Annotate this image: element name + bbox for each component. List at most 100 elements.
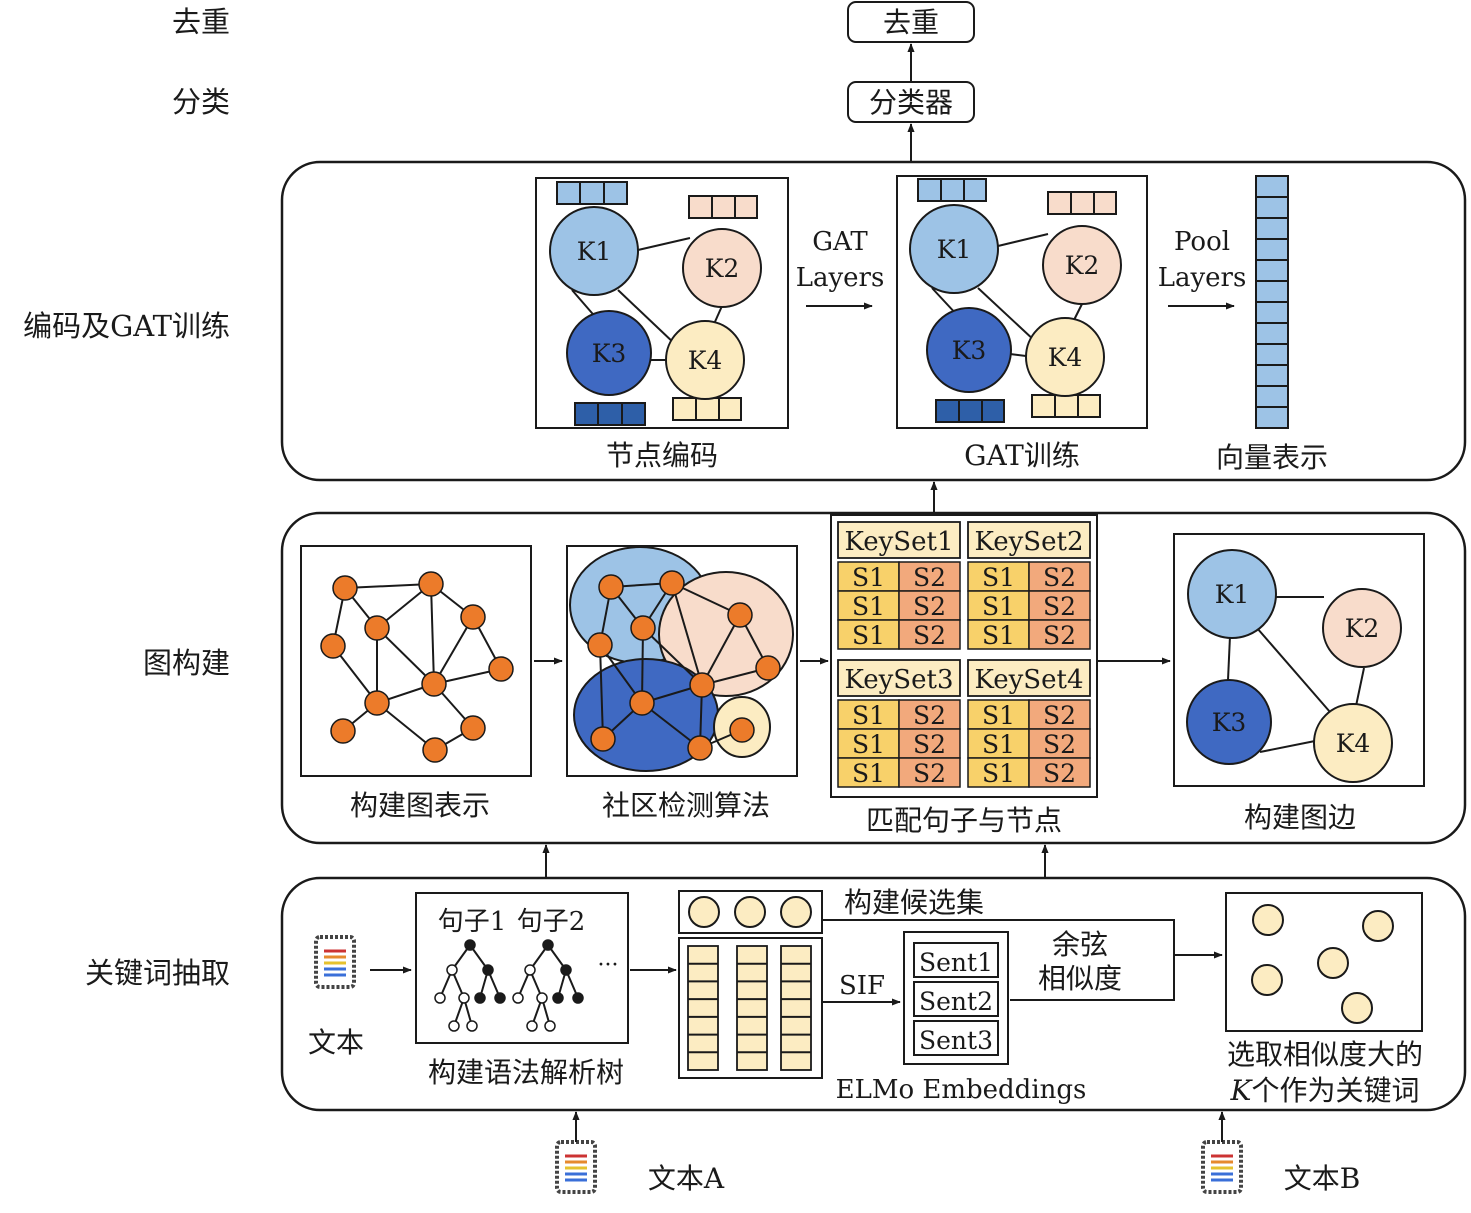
community-node: [689, 672, 715, 698]
parse-node: [572, 992, 584, 1004]
s1-label: S1: [852, 592, 885, 621]
s2-label: S2: [1043, 621, 1076, 650]
s2-label: S2: [1043, 563, 1076, 592]
select-label-2: K个作为关键词: [1230, 1074, 1420, 1107]
sent1-box: [913, 942, 999, 978]
community-detection-label: 社区检测算法: [602, 789, 770, 822]
edge-node-k3: [1186, 679, 1272, 765]
s1-label: S1: [982, 621, 1015, 650]
stage-label-encode: 编码及GAT训练: [23, 309, 230, 343]
s2-cell: [1028, 757, 1091, 788]
edge-node-k2: [1322, 588, 1402, 668]
vector-k1: [556, 181, 628, 205]
dedup-box: [847, 1, 975, 43]
s1-label: S1: [852, 759, 885, 788]
s2-label: S2: [913, 701, 946, 730]
vector-representation: [1255, 175, 1289, 429]
s2-cell: [898, 561, 961, 592]
edge-node-k4: [1313, 703, 1393, 783]
s2-cell: [898, 619, 961, 650]
s1-cell: [837, 728, 900, 759]
s2-cell: [898, 757, 961, 788]
keyset-label: KeySet3: [845, 665, 954, 695]
s2-label: S2: [1043, 759, 1076, 788]
document-icon: [314, 935, 356, 989]
s1-cell: [967, 590, 1030, 621]
parse-node: [434, 992, 446, 1004]
node-k3-label: K3: [592, 339, 627, 368]
gat-node-k2: [1042, 225, 1122, 305]
s2-cell: [898, 728, 961, 759]
classifier-box-label: 分类器: [869, 86, 953, 119]
s2-label: S2: [1043, 701, 1076, 730]
gat-training-label: GAT训练: [964, 439, 1080, 472]
parse-node: [512, 992, 524, 1004]
s2-cell: [1028, 561, 1091, 592]
cosine-label-2: 相似度: [1038, 962, 1122, 995]
parse-node: [464, 939, 476, 951]
parse-node: [552, 992, 564, 1004]
edge-graph: K1 K2 K3 K4: [1186, 549, 1402, 783]
elmo-columns: [687, 945, 812, 1071]
node-k1-label: K1: [577, 237, 612, 266]
s2-cell: [1028, 699, 1091, 730]
stage-label-classify: 分类: [172, 85, 230, 119]
parse-node: [544, 1020, 556, 1032]
text-a-label: 文本A: [648, 1162, 725, 1195]
community-node: [727, 602, 753, 628]
gat-layers-label-2: Layers: [796, 263, 885, 293]
candidate-circle: [688, 896, 720, 928]
community-node: [629, 690, 655, 716]
embedding-column: [780, 945, 812, 1071]
vector-k2: [688, 195, 758, 219]
s2-label: S2: [913, 759, 946, 788]
sentence-2-label: 句子2: [517, 907, 586, 937]
community-node: [729, 717, 755, 743]
gat-node-k3: [926, 307, 1012, 393]
keyword-circle: [1252, 904, 1284, 936]
graph-node: [488, 656, 514, 682]
candidate-circle: [734, 896, 766, 928]
parse-node: [474, 992, 486, 1004]
gat-vector-k4: [1031, 394, 1101, 418]
keyset-header: [967, 659, 1091, 697]
s1-label: S1: [852, 563, 885, 592]
build-graph-repr-label: 构建图表示: [350, 789, 490, 822]
graph-node: [460, 715, 486, 741]
s1-label: S1: [852, 701, 885, 730]
s2-label: S2: [913, 592, 946, 621]
s2-cell: [1028, 590, 1091, 621]
stage-label-dedup: 去重: [172, 5, 230, 39]
edge-node-k1-label: K1: [1215, 580, 1250, 609]
keyset-header: [837, 521, 961, 559]
gat-training-graph: K1 K2 K3 K4: [896, 175, 1148, 429]
community-network: [587, 570, 781, 761]
graph-node: [422, 737, 448, 763]
node-k2: [682, 228, 762, 308]
keyset-label: KeySet4: [975, 665, 1084, 695]
node-encoding-label: 节点编码: [606, 439, 718, 472]
edge-node-k2-label: K2: [1345, 614, 1380, 643]
dedup-box-label: 去重: [883, 6, 939, 39]
parse-node: [448, 1020, 460, 1032]
graph-node: [421, 671, 447, 697]
parse-trees: [434, 939, 584, 1032]
community-node: [659, 570, 685, 596]
keyset-label: KeySet1: [845, 527, 954, 557]
graph-node: [460, 604, 486, 630]
edge-node-k4-label: K4: [1336, 729, 1371, 758]
s1-label: S1: [982, 701, 1015, 730]
parse-node: [494, 992, 506, 1004]
vector-repr-label: 向量表示: [1216, 441, 1328, 474]
sent1-label: Sent1: [919, 948, 993, 977]
graph-node: [332, 575, 358, 601]
edge-node-k3-label: K3: [1212, 708, 1247, 737]
embedding-column: [687, 945, 719, 1071]
s1-cell: [967, 561, 1030, 592]
community-node: [598, 574, 624, 600]
s2-label: S2: [913, 621, 946, 650]
s1-cell: [837, 561, 900, 592]
parse-node: [536, 992, 548, 1004]
s2-cell: [1028, 728, 1091, 759]
